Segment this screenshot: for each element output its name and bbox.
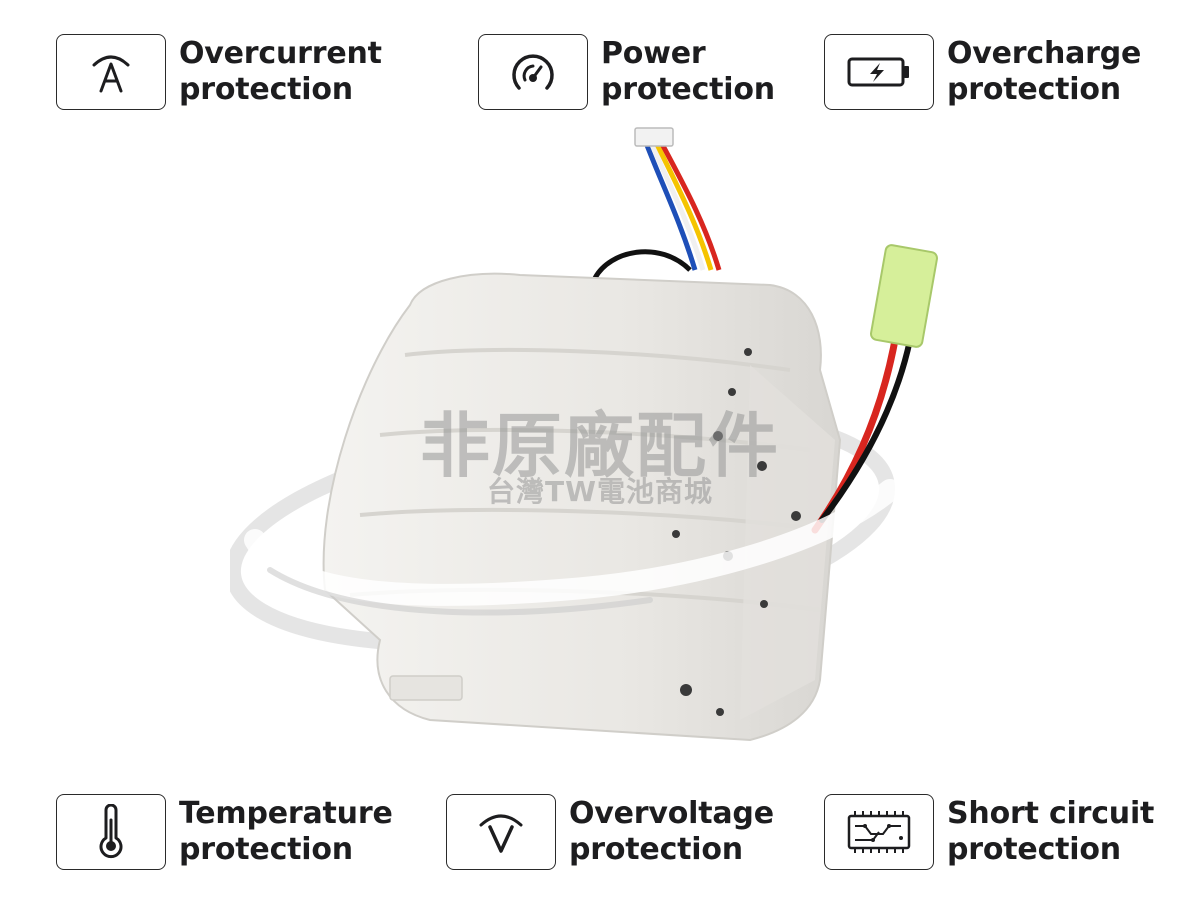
ribbon-connector	[634, 127, 674, 147]
feature-label-line2: protection	[601, 72, 775, 107]
feature-label: Overcharge protection	[947, 36, 1141, 108]
feature-label: Overcurrent protection	[179, 36, 382, 108]
feature-overcurrent: Overcurrent protection	[56, 34, 382, 110]
battery-body	[322, 272, 842, 742]
feature-label-line2: protection	[947, 72, 1121, 107]
icon-box	[824, 34, 934, 110]
battery-charging-icon	[847, 57, 909, 87]
icon-box	[478, 34, 588, 110]
swirl-front	[244, 479, 901, 606]
feature-label-line2: protection	[947, 832, 1121, 867]
feature-short-circuit: Short circuit protection	[824, 794, 1154, 870]
feature-label: Power protection	[601, 36, 775, 108]
feature-overcharge: Overcharge protection	[824, 34, 1141, 110]
feature-label-line1: Overcurrent	[179, 36, 382, 71]
feature-label-line1: Power	[601, 36, 706, 71]
feature-label: Short circuit protection	[947, 796, 1154, 868]
feature-label-line1: Temperature	[179, 796, 393, 831]
ampere-gauge-icon	[92, 55, 130, 93]
power-connector	[870, 244, 938, 348]
feature-label-line1: Short circuit	[947, 796, 1155, 831]
feature-label: Temperature protection	[179, 796, 393, 868]
icon-box	[56, 34, 166, 110]
circuit-board-icon	[847, 811, 911, 853]
thermometer-icon	[99, 804, 123, 859]
feature-label: Overvoltage protection	[569, 796, 774, 868]
feature-label-line2: protection	[569, 832, 743, 867]
icon-box	[56, 794, 166, 870]
speedometer-icon	[512, 54, 554, 90]
feature-label-line1: Overvoltage	[569, 796, 774, 831]
feature-overvoltage: Overvoltage protection	[446, 794, 774, 870]
battery-pack-image	[230, 127, 938, 742]
icon-box	[824, 794, 934, 870]
feature-power: Power protection	[478, 34, 775, 110]
feature-label-line2: protection	[179, 72, 353, 107]
volt-gauge-icon	[479, 814, 523, 853]
feature-temperature: Temperature protection	[56, 794, 393, 870]
feature-label-line2: protection	[179, 832, 353, 867]
icon-box	[446, 794, 556, 870]
feature-label-line1: Overcharge	[947, 36, 1142, 71]
